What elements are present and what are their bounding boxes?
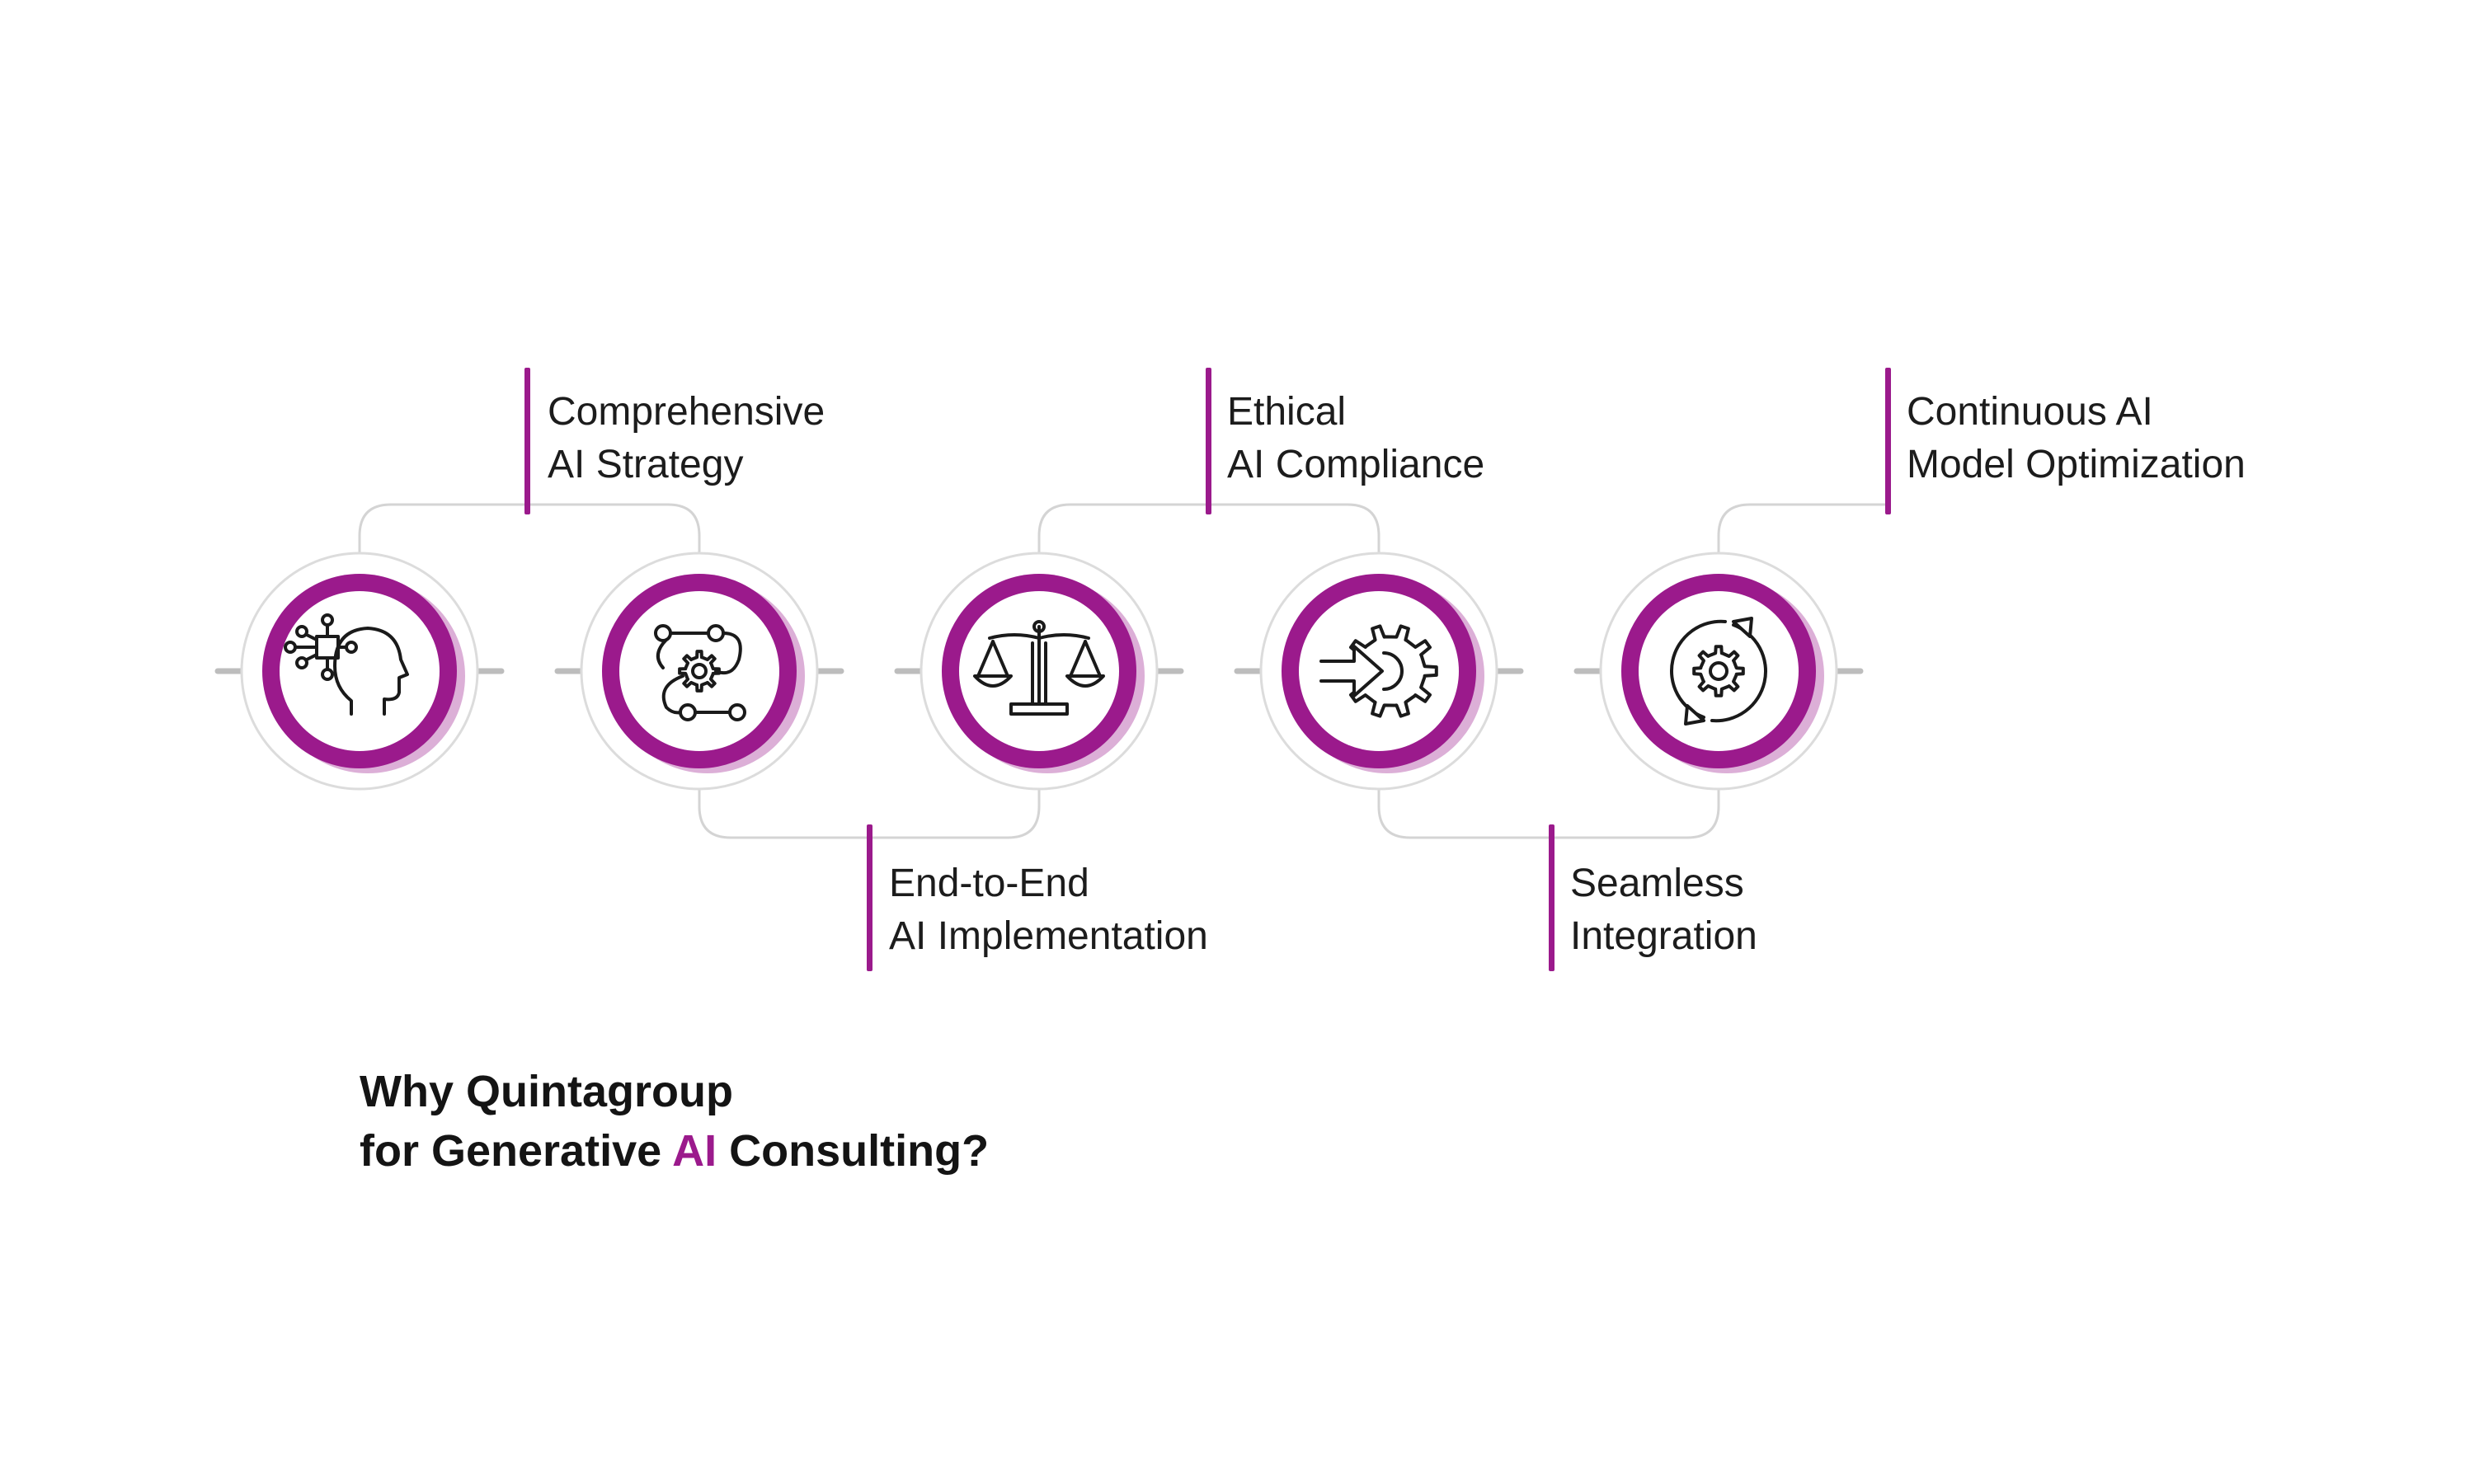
title-line-2-end: Consulting? (717, 1126, 990, 1176)
title-accent-ai: AI (672, 1126, 717, 1176)
workflow-gear-icon (654, 624, 746, 721)
accent-bar-1 (524, 368, 530, 514)
step-label-1: Comprehensive AI Strategy (548, 386, 825, 491)
connector-5-end (1717, 503, 1888, 554)
step-node-5 (1573, 552, 1864, 791)
cycle-gear-icon (1670, 617, 1767, 726)
step-label-3: Ethical AI Compliance (1227, 386, 1484, 491)
step-2-line1: End-to-End (889, 862, 1089, 905)
step-5-line2: Model Optimization (1907, 443, 2246, 486)
step-label-4: Seamless Integration (1570, 857, 1757, 963)
accent-bar-4 (1549, 824, 1554, 971)
step-node-4 (1234, 552, 1524, 791)
inner-disc (619, 591, 779, 751)
step-3-line2: AI Compliance (1227, 443, 1485, 486)
step-label-2: End-to-End AI Implementation (889, 857, 1208, 963)
title-line-2: for Generative AI Consulting? (360, 1121, 989, 1181)
ai-brain-icon (284, 613, 409, 716)
step-4-line2: Integration (1570, 914, 1757, 958)
accent-bar-5 (1885, 368, 1891, 514)
page-title: Why Quintagroup for Generative AI Consul… (360, 1062, 989, 1181)
step-2-line2: AI Implementation (889, 914, 1208, 958)
balance-scale-icon (973, 620, 1105, 716)
step-3-line1: Ethical (1227, 390, 1347, 434)
gear-arrow-icon (1319, 624, 1438, 718)
step-node-2 (554, 552, 844, 791)
step-node-1 (214, 552, 505, 791)
step-node-3 (894, 552, 1184, 791)
step-4-line1: Seamless (1570, 862, 1744, 905)
step-1-line1: Comprehensive (548, 390, 825, 434)
title-line-1: Why Quintagroup (360, 1067, 733, 1116)
inner-disc (280, 591, 440, 751)
title-line-2-start: for Generative (360, 1126, 673, 1176)
inner-disc (1639, 591, 1799, 751)
step-label-5: Continuous AI Model Optimization (1907, 386, 2246, 491)
step-1-line2: AI Strategy (548, 443, 744, 486)
accent-bars (524, 368, 1891, 971)
accent-bar-2 (867, 824, 872, 971)
step-5-line1: Continuous AI (1907, 390, 2153, 434)
accent-bar-3 (1206, 368, 1211, 514)
